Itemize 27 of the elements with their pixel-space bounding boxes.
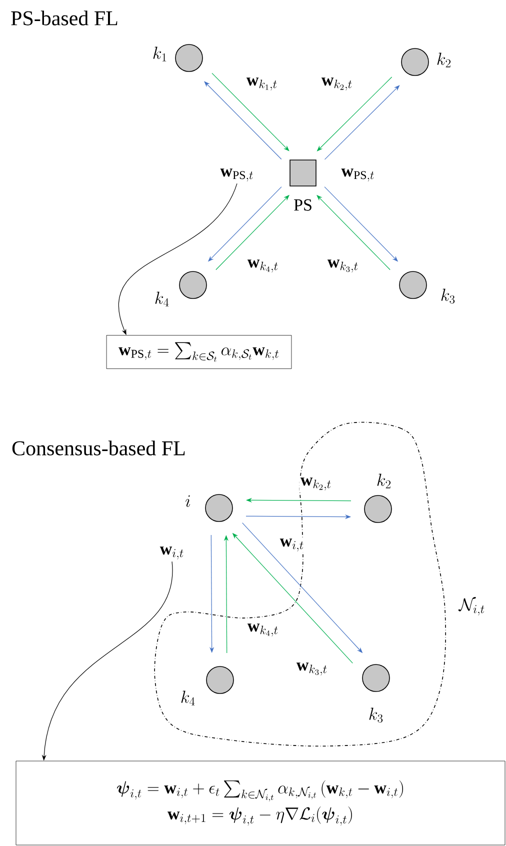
edge-label: $\mathbf{w}_{k_3,t}$ — [326, 258, 360, 274]
edge-label: $\mathbf{w}_{i,t}$ — [278, 538, 306, 552]
edge-label: $\mathbf{w}_{k_3,t}$ — [295, 662, 329, 676]
arrow — [204, 81, 282, 160]
node-label: $k_4$ — [155, 292, 169, 306]
formula-box: $\mathbf{w}_{\text{PS},t} = \sum_{k\in\mathcal{S}_t}\alpha_{k,\mathcal{S}_t}\mathbf{w}_{k,t}$ — [106, 335, 292, 369]
variable-label: $\mathbf{w}_{i,t}$ — [160, 546, 184, 560]
edge-label: $\mathbf{w}_{k_4,t}$ — [246, 622, 280, 638]
node-label: $k_2$ — [437, 52, 450, 68]
node-label: $i$ — [186, 495, 190, 507]
variable-label: $\mathbf{w}_{\text{PS},t}$ — [220, 168, 253, 182]
variable-label: $\mathbf{w}_{\text{PS},t}$ — [341, 168, 374, 182]
edge-label: $\mathbf{w}_{k_2,t}$ — [299, 476, 333, 492]
formula-box: $\boldsymbol{\psi}_{i,t} = \mathbf{w}_{i,t} + \epsilon_t\sum_{k\in\mathcal{N}_{i,t}}\alpha_{k,\mathcal{N}_{i,t}}\left(\mathbf{w}_{k,t} - \mathbf{w}_{i,t}\right)$ $\mathbf{w}_{i,t+1} = \boldsymbol{\psi}_{i,t} - \eta\nabla\mathcal{L}_i(\boldsymbol{\psi}_{i,t})$ — [16, 760, 506, 846]
node-label: $k_2$ — [377, 474, 390, 488]
arrow — [324, 85, 400, 160]
node-label: PS — [294, 199, 312, 211]
region-label: $\mathcal{N}_{i,t}$ — [458, 597, 484, 616]
edge-label: $\mathbf{w}_{k_2,t}$ — [320, 76, 354, 92]
node-label: $k_3$ — [441, 288, 455, 304]
node-label: $k_3$ — [369, 708, 383, 723]
edge-label: $\mathbf{w}_{k_4,t}$ — [246, 258, 280, 274]
section-title: PS-based FL — [11, 10, 118, 26]
edge-label: $\mathbf{w}_{k_1,t}$ — [245, 76, 279, 92]
node-label: $k_4$ — [181, 690, 195, 706]
section-title: Consensus-based FL — [12, 440, 185, 456]
node-label: $k_1$ — [153, 46, 166, 62]
